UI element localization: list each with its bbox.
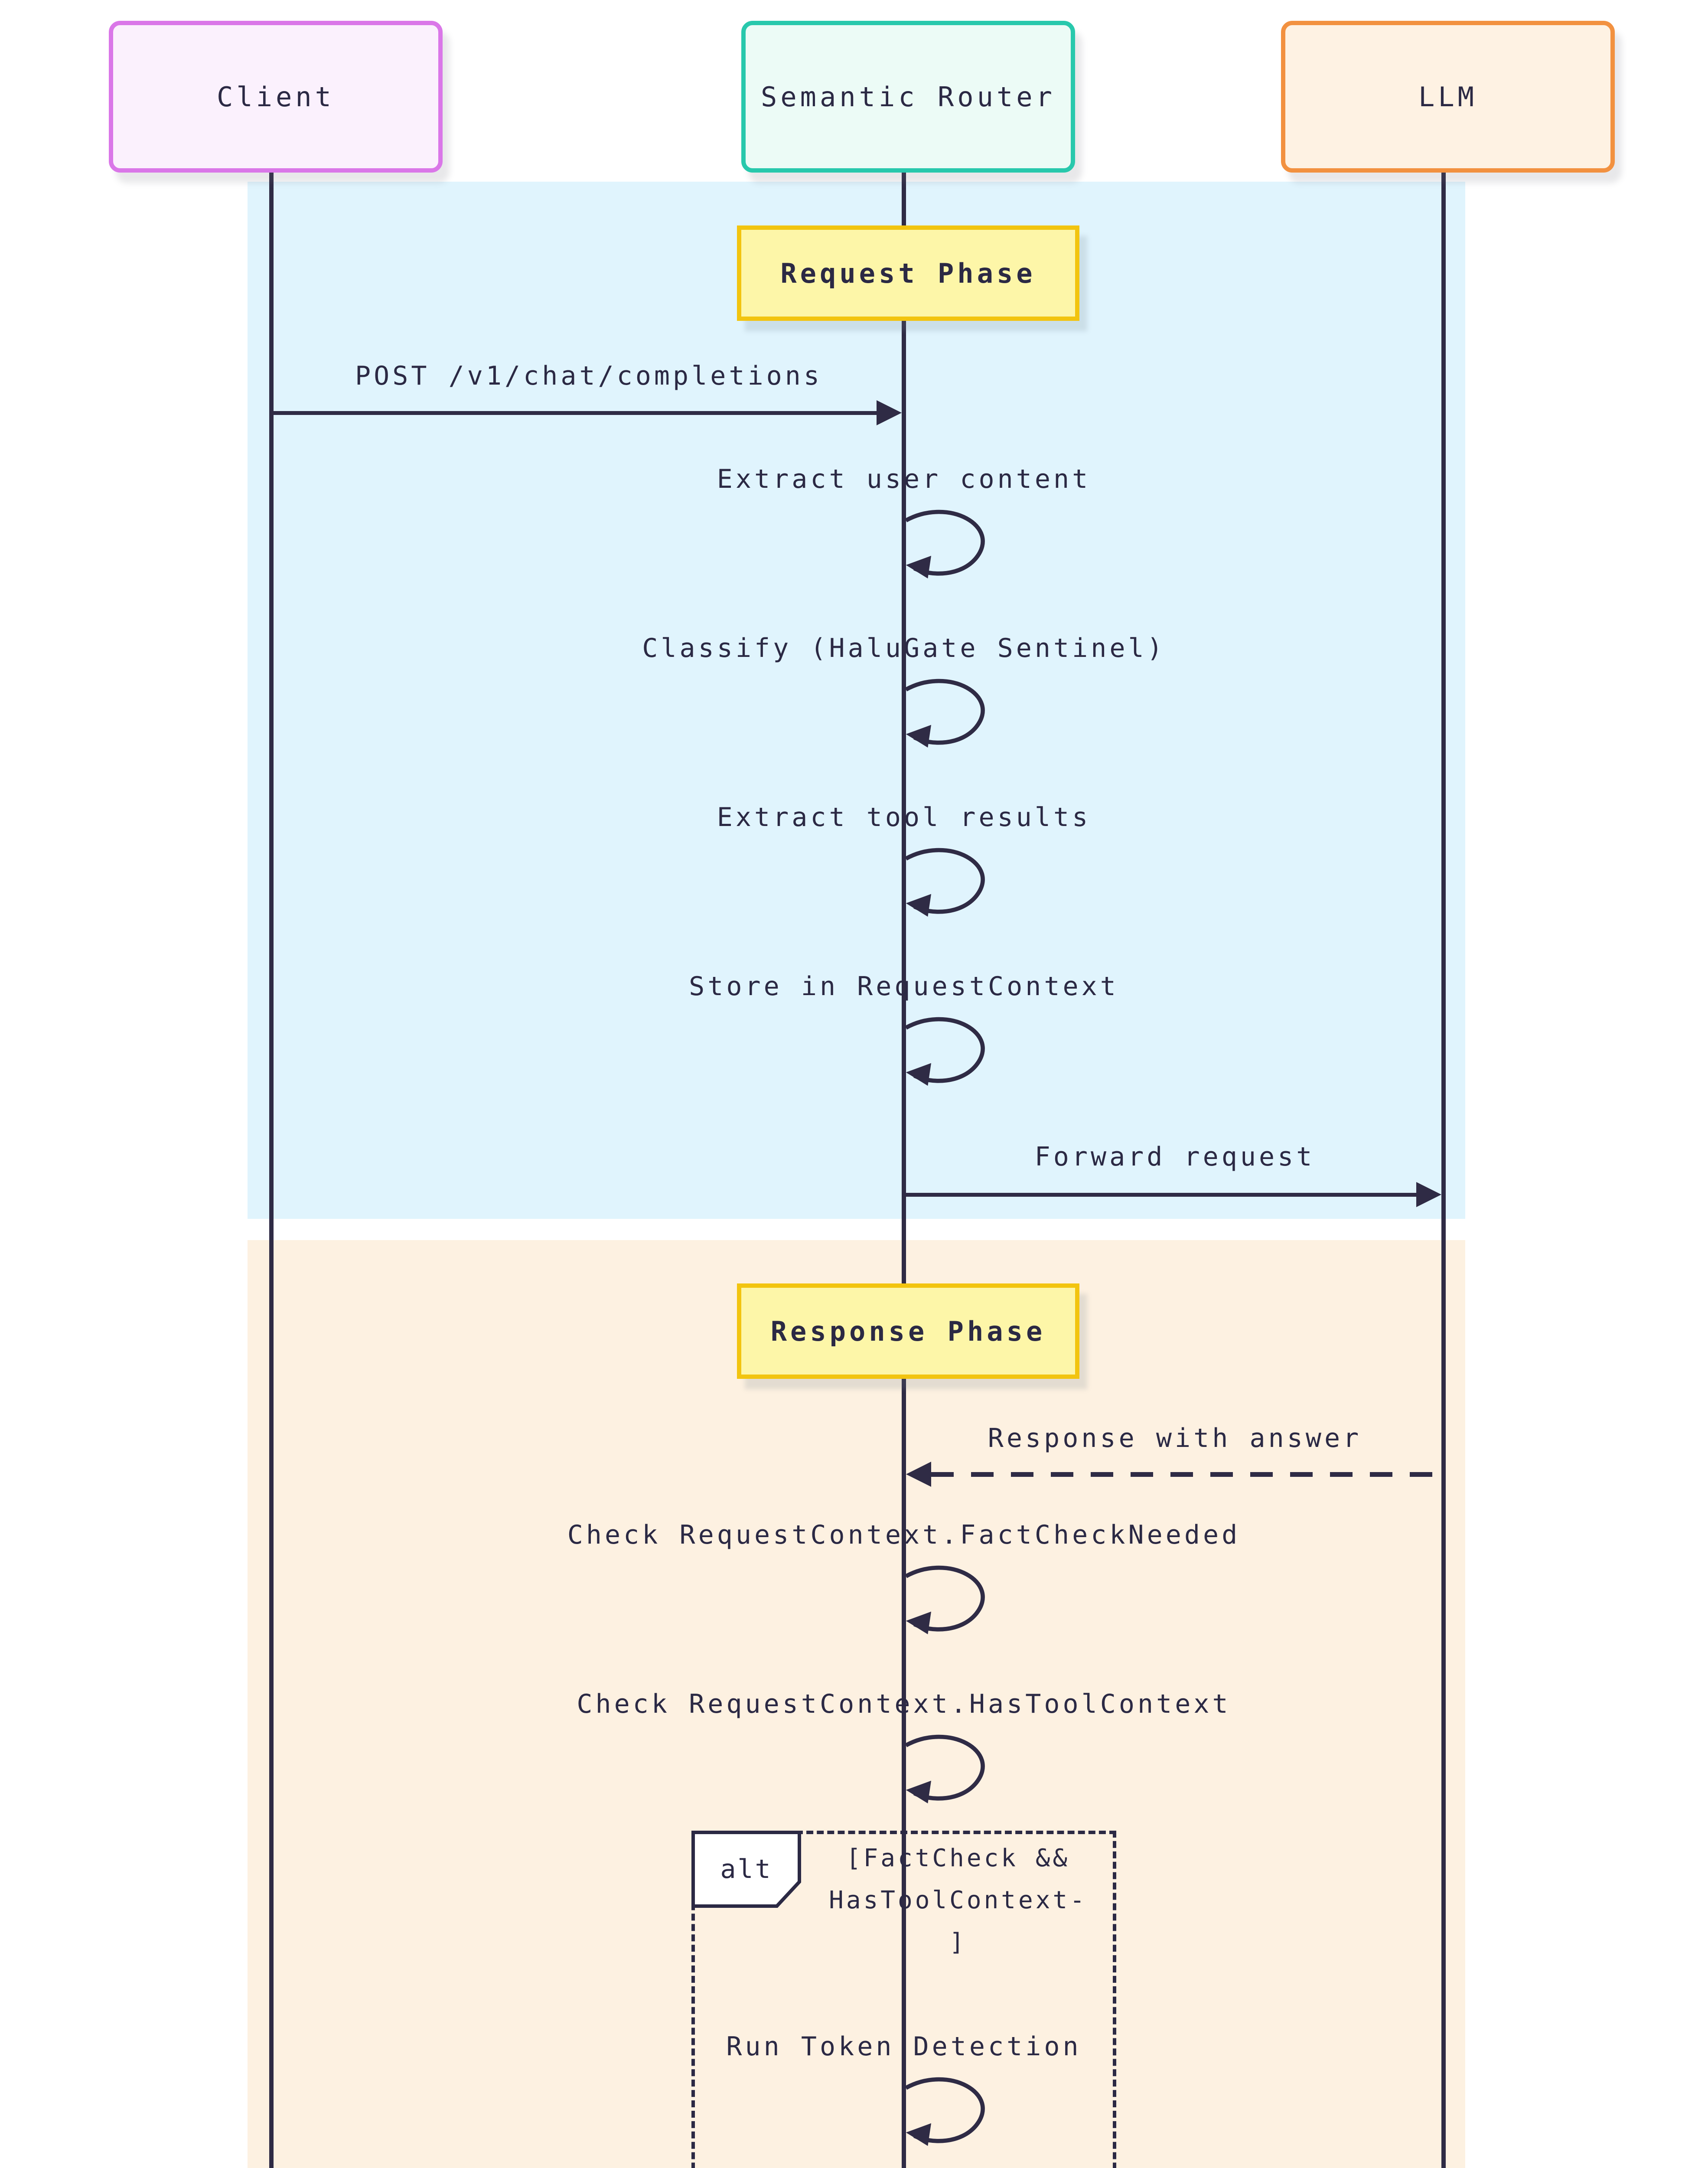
self-loop-icon (905, 509, 985, 579)
self-message-label: Extract user content (717, 464, 1091, 494)
actor-llm-top: LLM (1281, 21, 1615, 173)
arrow-line-post (271, 411, 878, 415)
lifeline-semantic-router (902, 164, 906, 2168)
lifeline-client (269, 164, 274, 2168)
alt-label-shape (691, 1831, 801, 1908)
self-message-label: Store in RequestContext (689, 971, 1119, 1002)
alt-fragment-label: alt (691, 1831, 801, 1908)
self-loop-icon (905, 1734, 985, 1804)
arrowhead-left-icon (906, 1462, 931, 1487)
self-message-label: Check RequestContext.HasToolContext (577, 1689, 1231, 1719)
request-phase-background (248, 182, 1465, 1219)
arrowhead-right-icon (877, 400, 902, 425)
arrowhead-right-icon (1416, 1182, 1441, 1207)
actor-label: Client (217, 81, 335, 113)
self-message-label: Check RequestContext.FactCheckNeeded (567, 1520, 1241, 1550)
self-loop-icon (905, 848, 985, 917)
actor-client-top: Client (109, 21, 443, 173)
response-phase-background (248, 1240, 1465, 2168)
alt-condition-if: [FactCheck && HasToolContext- ] (829, 1844, 1087, 1956)
note-label: Request Phase (780, 257, 1036, 289)
self-message-label: Extract tool results (717, 802, 1091, 833)
self-message-label: Classify (HaluGate Sentinel) (642, 633, 1166, 663)
message-label-response-answer: Response with answer (988, 1423, 1362, 1453)
message-label-forward-request: Forward request (1034, 1142, 1315, 1172)
alt-fragment-frame (691, 1831, 1116, 2168)
self-message-label: Run Token Detection (726, 2031, 1082, 2062)
arrow-line-forward (904, 1193, 1418, 1197)
self-loop-icon (905, 679, 985, 748)
note-request-phase: Request Phase (737, 225, 1079, 321)
actor-semantic-router-top: Semantic Router (741, 21, 1075, 173)
self-loop-icon (905, 2077, 985, 2146)
lifeline-llm (1441, 164, 1446, 2168)
note-response-phase: Response Phase (737, 1283, 1079, 1379)
message-label-post-completions: POST /v1/chat/completions (355, 361, 823, 391)
self-loop-icon (905, 1017, 985, 1086)
actor-label: Semantic Router (761, 81, 1056, 113)
alt-keyword: alt (720, 1854, 773, 1884)
self-loop-icon (905, 1565, 985, 1635)
actor-label: LLM (1418, 81, 1477, 113)
note-label: Response Phase (770, 1315, 1046, 1347)
arrow-line-response-answer (931, 1472, 1441, 1477)
